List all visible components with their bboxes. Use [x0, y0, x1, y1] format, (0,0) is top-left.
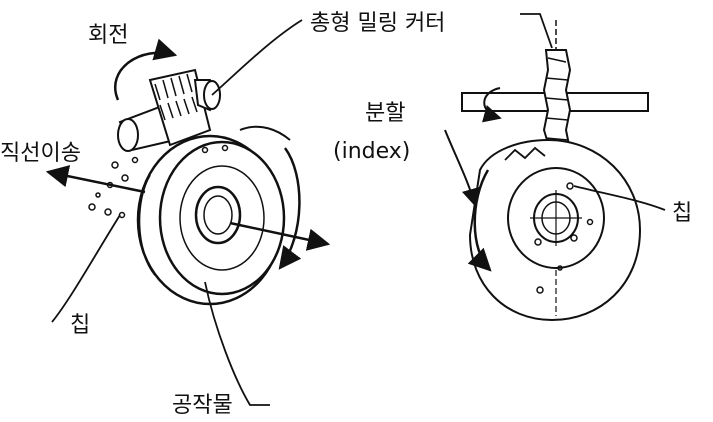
label-index-en: (index): [333, 139, 410, 164]
chip-leader-right: [573, 185, 666, 211]
rotation-arrow: [114, 38, 178, 101]
label-workpiece: 공작물: [172, 393, 233, 418]
wheel-rotation-arrow: [278, 147, 302, 270]
label-index-ko: 분할: [365, 101, 405, 126]
chip-leader-left: [51, 214, 121, 323]
index-arrow: [444, 129, 480, 207]
label-chip-right: 칩: [672, 201, 692, 226]
label-chip-left: 칩: [70, 313, 90, 338]
traverse-arrow: [45, 165, 146, 194]
left-figure: [45, 19, 331, 406]
right-figure: [444, 13, 666, 322]
label-traverse: 직선이송: [0, 141, 81, 166]
gear-blank: [468, 138, 642, 322]
workpiece-axis-arrow: [229, 221, 331, 251]
cutter-leader-right: [520, 13, 553, 49]
chips-right: [534, 182, 594, 294]
cutter-leader: [211, 19, 303, 96]
cutter-edge-view: [542, 49, 572, 167]
workpiece-wheel: [136, 134, 286, 306]
label-rotation: 회전: [88, 23, 128, 48]
gear-rotation-arrow: [467, 169, 492, 272]
label-cutter: 총형 밀링 커터: [310, 11, 445, 36]
workpiece-leader: [204, 281, 270, 406]
